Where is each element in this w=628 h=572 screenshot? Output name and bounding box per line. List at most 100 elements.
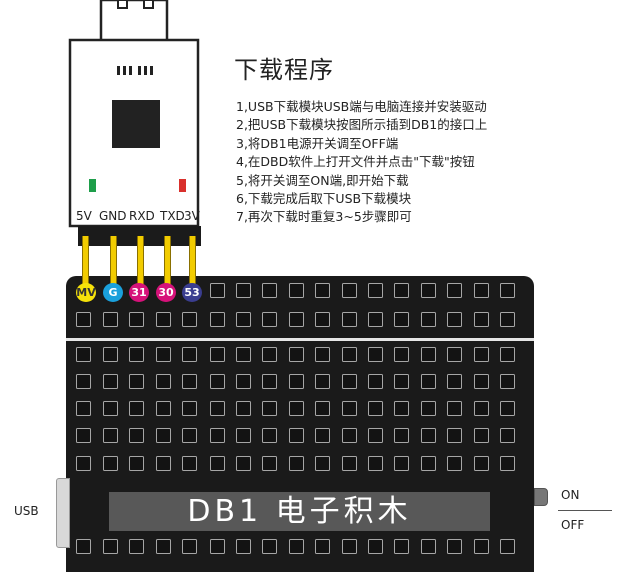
board-hole: [156, 456, 171, 471]
board-hole: [447, 401, 462, 416]
board-hole: [394, 374, 409, 389]
board-hole: [474, 312, 489, 327]
board-hole: [210, 401, 225, 416]
wire-gnd: [110, 236, 117, 288]
board-hole: [315, 456, 330, 471]
board-hole: [262, 401, 277, 416]
board-hole: [447, 347, 462, 362]
board-hole: [76, 347, 91, 362]
board-hole: [500, 401, 515, 416]
board-hole: [103, 428, 118, 443]
board-hole: [474, 401, 489, 416]
board-hole: [182, 312, 197, 327]
board-hole: [368, 456, 383, 471]
step-3: 3,将DB1电源开关调至OFF端: [236, 135, 399, 151]
board-hole: [76, 401, 91, 416]
wire-rxd: [137, 236, 144, 288]
board-hole: [421, 374, 436, 389]
board-hole: [447, 428, 462, 443]
board-hole: [210, 539, 225, 554]
board-hole: [394, 456, 409, 471]
step-6: 6,下载完成后取下USB下载模块: [236, 191, 412, 207]
board-hole: [210, 374, 225, 389]
pin-label-5v: 5V: [76, 209, 92, 223]
board-hole: [236, 312, 251, 327]
board-banner-text: DB1 电子积木: [187, 494, 412, 529]
board-hole: [342, 539, 357, 554]
board-hole: [421, 283, 436, 298]
board-hole: [315, 347, 330, 362]
board-hole: [289, 539, 304, 554]
board-hole: [368, 374, 383, 389]
board-hole: [447, 456, 462, 471]
board-hole: [156, 428, 171, 443]
board-hole: [156, 539, 171, 554]
connection-badge-30: 30: [156, 283, 176, 302]
red-led-icon: [179, 179, 186, 192]
board-hole: [129, 347, 144, 362]
wire-txd: [164, 236, 171, 288]
board-hole: [500, 374, 515, 389]
board-hole: [342, 374, 357, 389]
board-hole: [289, 456, 304, 471]
instruction-steps: 1,USB下载模块USB端与电脑连接并安装驱动 2,把USB下载模块按图所示插到…: [236, 98, 487, 227]
board-hole: [210, 456, 225, 471]
board-hole: [103, 347, 118, 362]
board-hole: [315, 401, 330, 416]
board-hole: [182, 428, 197, 443]
board-hole: [210, 347, 225, 362]
board-hole: [421, 456, 436, 471]
wire-3v: [189, 236, 196, 288]
board-hole: [315, 283, 330, 298]
board-hole: [368, 539, 383, 554]
board-hole: [342, 428, 357, 443]
connection-badge-g: G: [103, 283, 123, 302]
board-hole: [103, 401, 118, 416]
board-hole: [315, 428, 330, 443]
board-hole: [76, 312, 91, 327]
board-hole: [289, 347, 304, 362]
board-hole: [474, 374, 489, 389]
switch-divider: [558, 510, 612, 511]
board-hole: [289, 312, 304, 327]
board-hole: [342, 401, 357, 416]
board-hole: [368, 312, 383, 327]
board-hole: [262, 312, 277, 327]
board-hole: [474, 428, 489, 443]
board-hole: [474, 347, 489, 362]
board-hole: [394, 347, 409, 362]
board-hole: [500, 283, 515, 298]
board-hole: [500, 312, 515, 327]
board-hole: [315, 539, 330, 554]
board-hole: [447, 374, 462, 389]
board-hole: [421, 312, 436, 327]
board-hole: [368, 428, 383, 443]
step-1: 1,USB下载模块USB端与电脑连接并安装驱动: [236, 99, 487, 114]
board-hole: [342, 456, 357, 471]
board-hole: [236, 456, 251, 471]
board-hole: [262, 374, 277, 389]
board-hole: [156, 401, 171, 416]
power-switch[interactable]: [534, 488, 548, 506]
board-hole: [289, 428, 304, 443]
board-hole: [500, 539, 515, 554]
board-hole: [474, 456, 489, 471]
instructions-title: 下载程序: [234, 56, 334, 84]
board-hole: [500, 347, 515, 362]
board-hole: [421, 428, 436, 443]
board-hole: [210, 283, 225, 298]
board-hole: [447, 312, 462, 327]
pin-label-rxd: RXD: [129, 209, 155, 223]
board-hole: [236, 374, 251, 389]
step-5: 5,将开关调至ON端,即开始下载: [236, 172, 409, 188]
board-hole: [182, 539, 197, 554]
board-hole: [289, 401, 304, 416]
board-hole: [289, 374, 304, 389]
board-hole: [129, 428, 144, 443]
board-hole: [474, 539, 489, 554]
board-hole: [342, 312, 357, 327]
board-hole: [129, 539, 144, 554]
board-hole: [342, 283, 357, 298]
switch-on-label: ON: [561, 488, 580, 502]
